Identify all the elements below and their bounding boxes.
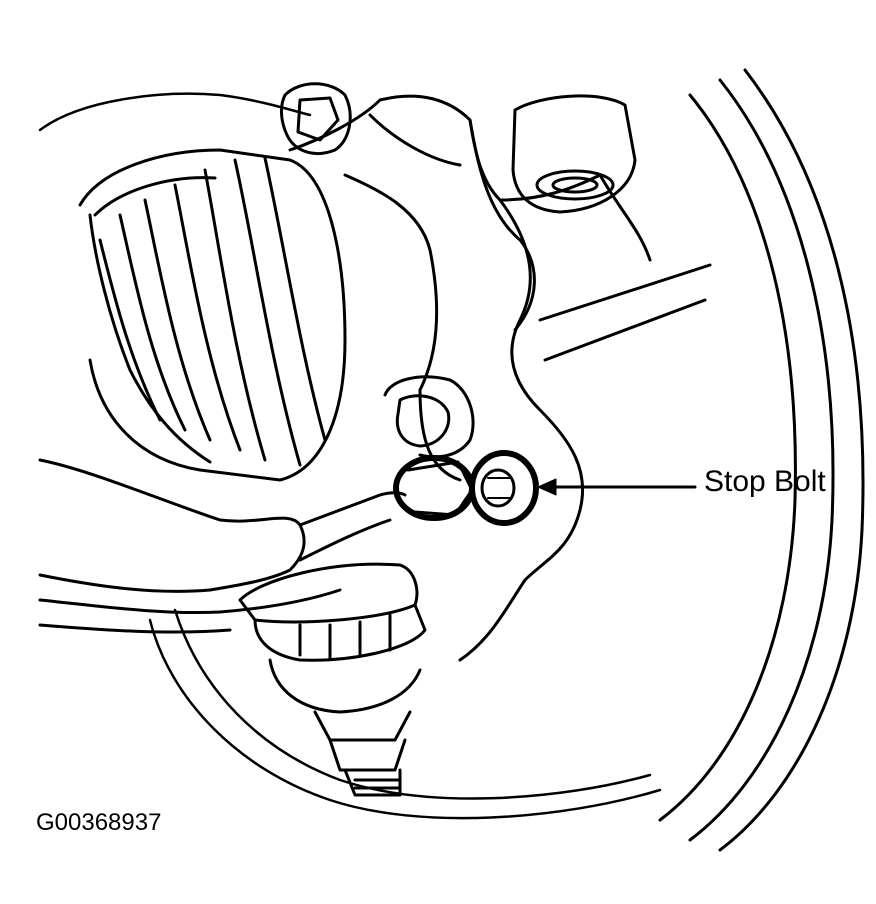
tie-rod-end [511,94,637,214]
lower-control-arm [38,458,407,634]
stop-bolt-label: Stop Bolt [704,465,826,498]
cv-boot [78,148,347,482]
upper-outline [38,92,312,132]
upper-mount-bolt [280,82,352,155]
steering-knuckle [288,94,712,662]
brake-rotor-arcs [658,68,865,852]
figure-id-caption: G00368937 [36,809,162,836]
stop-bolt [393,450,539,526]
lower-mount-bolt [383,375,475,459]
ball-joint [238,562,427,797]
stop-bolt-callout-arrow [537,478,697,496]
rotor-disc-outline [148,608,662,820]
